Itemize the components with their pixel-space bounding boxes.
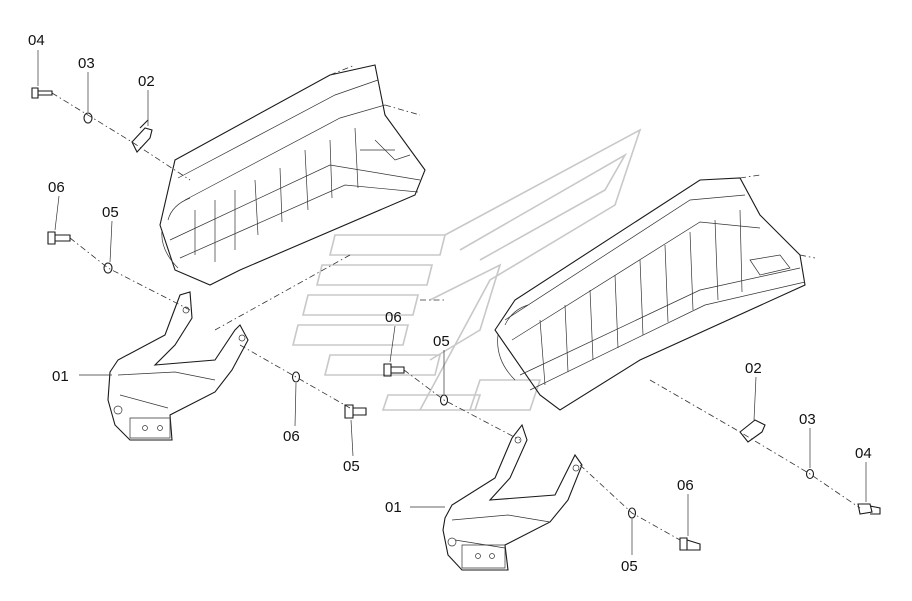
label-05: 05 <box>343 458 360 475</box>
label-05: 05 <box>433 333 450 350</box>
fasteners <box>31 87 881 551</box>
label-05: 05 <box>102 204 119 221</box>
label-01: 01 <box>52 368 69 385</box>
part-labels: 04 03 02 06 05 01 06 05 06 05 02 03 04 0… <box>28 32 872 575</box>
label-02: 02 <box>138 73 155 90</box>
track-assembly-right <box>494 174 816 411</box>
label-06: 06 <box>48 179 65 196</box>
track-assembly-left <box>159 64 426 286</box>
label-02: 02 <box>745 360 762 377</box>
label-04: 04 <box>28 32 45 49</box>
label-06: 06 <box>677 477 694 494</box>
label-05: 05 <box>621 558 638 575</box>
bracket-01-left <box>107 291 249 441</box>
assembly-lines <box>51 92 861 541</box>
label-01: 01 <box>385 499 402 516</box>
label-06: 06 <box>283 428 300 445</box>
label-04: 04 <box>855 445 872 462</box>
bracket-01-right <box>442 423 583 571</box>
label-03: 03 <box>799 411 816 428</box>
label-06: 06 <box>385 309 402 326</box>
label-03: 03 <box>78 55 95 72</box>
leader-lines <box>37 50 867 555</box>
watermark-logo <box>291 128 642 411</box>
